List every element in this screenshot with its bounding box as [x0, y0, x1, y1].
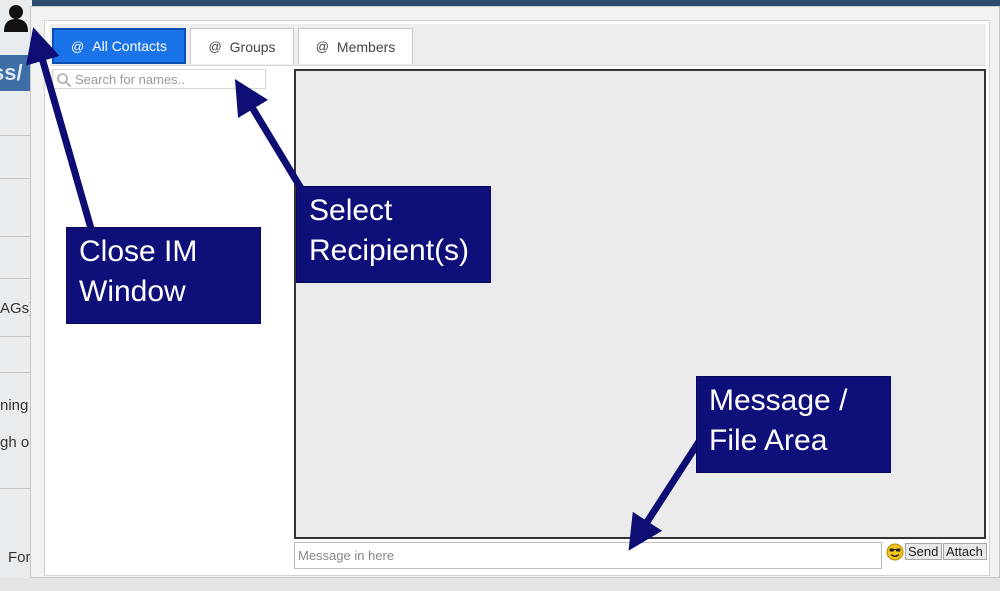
- callout-close-im-window: Close IM Window: [66, 227, 261, 324]
- callout-line: Select: [309, 194, 393, 227]
- emoji-icon[interactable]: [886, 543, 904, 561]
- message-field: [294, 542, 882, 569]
- tab-label: Groups: [229, 38, 276, 55]
- background-top-bar: [0, 0, 1000, 6]
- background-divider: [0, 236, 32, 237]
- tab-members[interactable]: @ Members: [298, 28, 413, 64]
- tab-groups[interactable]: @ Groups: [190, 28, 294, 64]
- callout-line: Close IM: [79, 235, 198, 268]
- at-icon: @: [71, 38, 85, 54]
- person-icon[interactable]: [3, 3, 29, 33]
- background-divider: [0, 336, 32, 337]
- callout-select-recipients: Select Recipient(s): [296, 186, 491, 283]
- background-left-strip: [0, 0, 32, 591]
- callout-line: Window: [79, 275, 186, 308]
- background-divider: [0, 278, 32, 279]
- send-button[interactable]: Send: [905, 543, 942, 560]
- callout-line: Recipient(s): [309, 234, 470, 267]
- callout-line: File Area: [709, 424, 828, 457]
- tab-label: All Contacts: [92, 38, 167, 54]
- background-divider: [0, 178, 32, 179]
- message-input[interactable]: [295, 543, 881, 568]
- callout-line: Message /: [709, 384, 848, 417]
- contact-search: [52, 69, 266, 89]
- background-divider: [0, 488, 32, 489]
- attach-button[interactable]: Attach: [943, 543, 987, 560]
- background-text-fragment: AGs): [0, 300, 35, 317]
- background-divider: [0, 135, 32, 136]
- background-divider: [0, 372, 32, 373]
- tab-all-contacts[interactable]: @ All Contacts: [52, 28, 186, 64]
- at-icon: @: [208, 39, 222, 54]
- background-bottom-bar: [0, 578, 1000, 591]
- background-header-fragment: ss/: [0, 55, 32, 91]
- background-text-fragment: gh ou: [0, 434, 38, 451]
- search-icon: [57, 73, 72, 88]
- at-icon: @: [315, 39, 329, 54]
- tab-label: Members: [336, 38, 396, 55]
- background-text-fragment: For: [8, 549, 31, 566]
- callout-message-file-area: Message / File Area: [696, 376, 891, 473]
- background-text-fragment: ning: [0, 397, 29, 414]
- search-input[interactable]: [75, 70, 263, 88]
